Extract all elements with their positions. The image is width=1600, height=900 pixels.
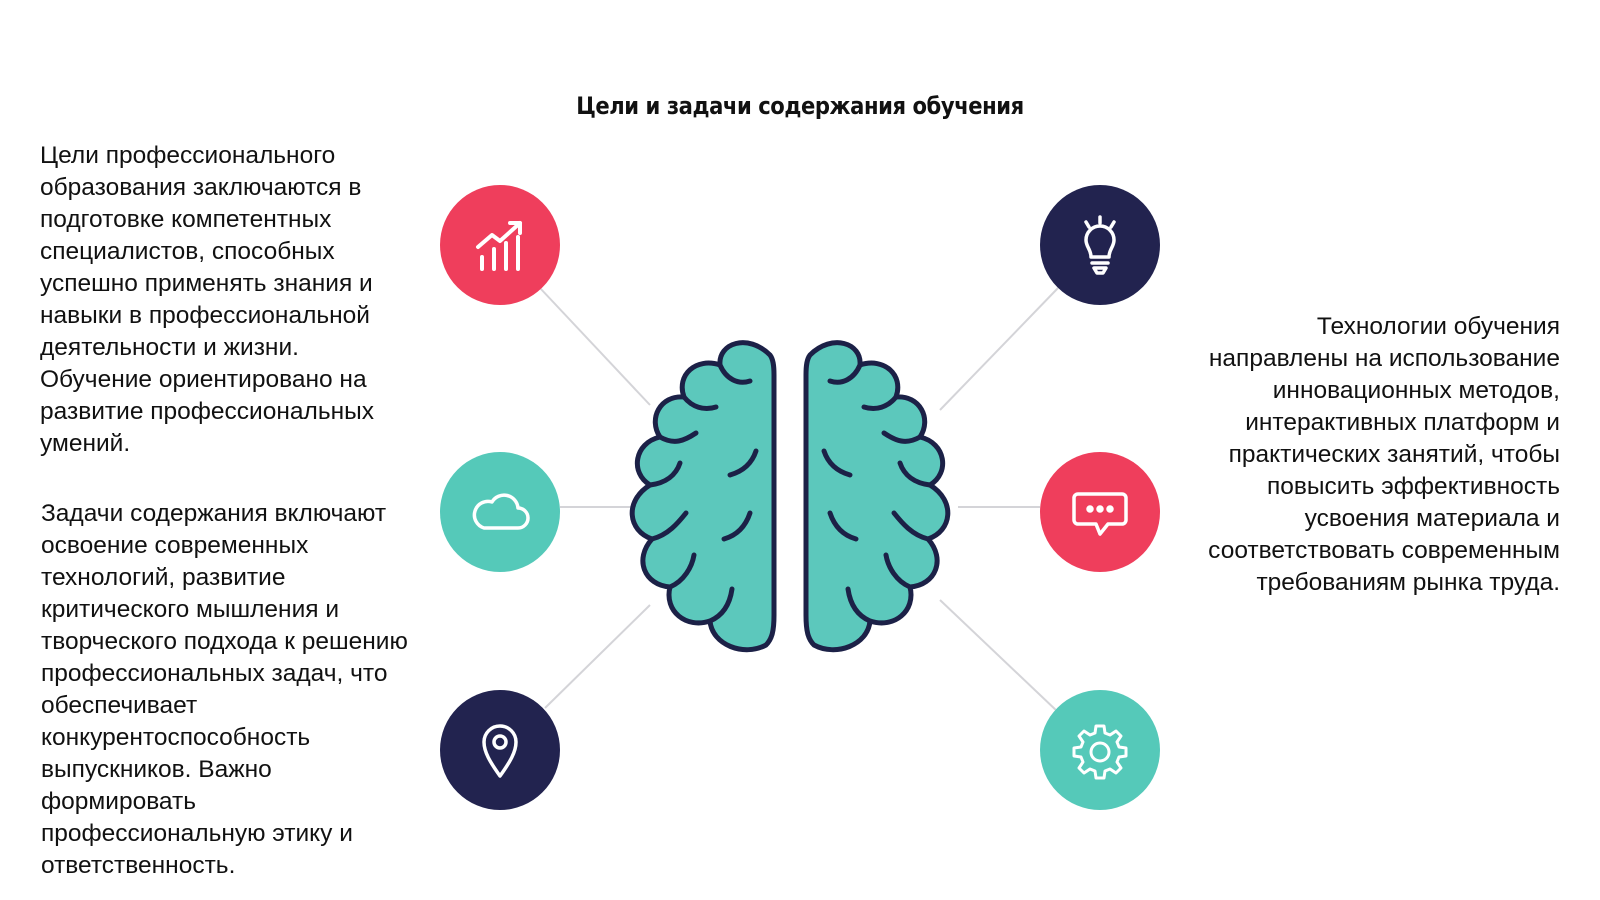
connector-top-right (939, 287, 1059, 411)
goals-text: Цели профессионального образования заклю… (40, 142, 374, 457)
chat-node (1040, 452, 1160, 572)
connector-bottom-right (939, 599, 1059, 713)
cloud-icon (472, 493, 530, 530)
connector-top-left (539, 287, 651, 406)
cloud-node (440, 452, 560, 572)
chat-bubble-icon (1072, 492, 1128, 536)
connector-bottom-left (544, 604, 651, 709)
tasks-text: Задачи содержания включают освоение совр… (41, 500, 408, 879)
brain-icon (629, 340, 951, 653)
gear-node (1040, 690, 1160, 810)
technology-text: Технологии обучения направлены на исполь… (1208, 313, 1560, 596)
growth-node (440, 185, 560, 305)
gear-icon (1072, 724, 1128, 780)
lightbulb-node (1040, 185, 1160, 305)
location-node (440, 690, 560, 810)
lightbulb-icon (1084, 215, 1116, 275)
slide-title: Цели и задачи содержания обучения (576, 92, 1024, 120)
location-pin-icon (482, 724, 518, 778)
growth-chart-icon (476, 221, 522, 271)
